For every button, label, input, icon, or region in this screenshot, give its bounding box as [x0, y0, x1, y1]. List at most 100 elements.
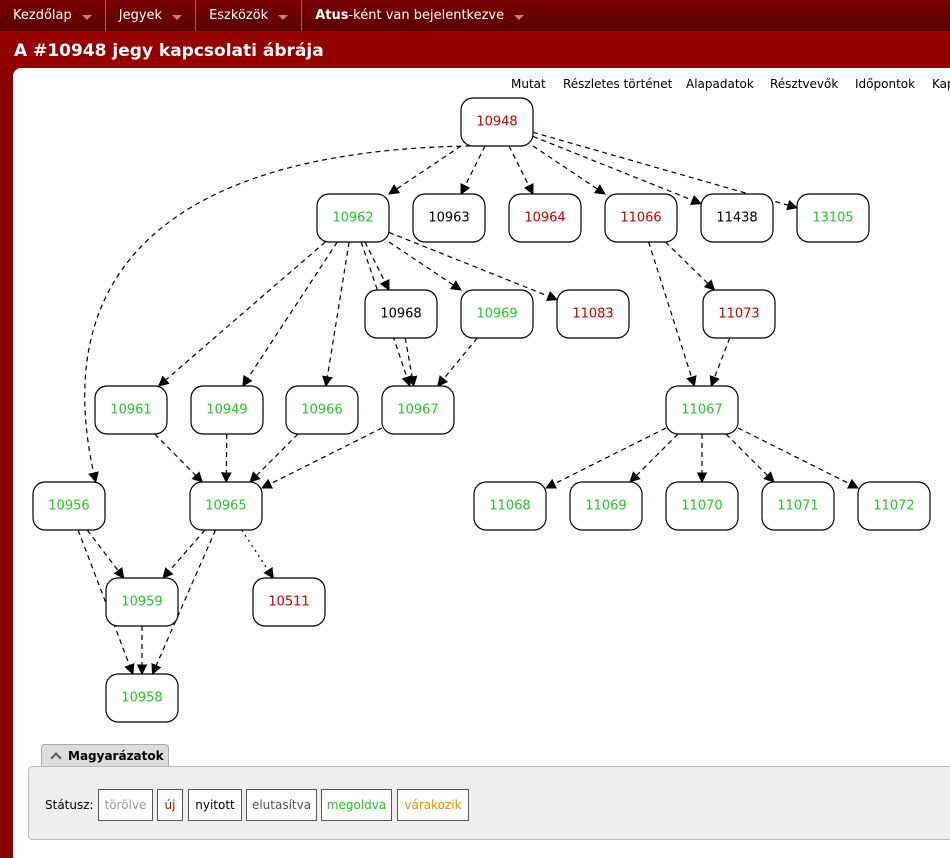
legend-status-rejected: elutasítva — [246, 789, 317, 821]
ticket-node-11073[interactable]: 11073 — [702, 289, 776, 339]
ticket-node-label: 10968 — [380, 307, 421, 322]
ticket-node-label: 10966 — [301, 403, 342, 418]
ticket-node-10511[interactable]: 10511 — [252, 577, 326, 627]
edge-10961-10965 — [154, 433, 204, 483]
nav-tickets[interactable]: Jegyek — [106, 0, 197, 31]
ticket-node-10949[interactable]: 10949 — [190, 385, 264, 435]
ticket-node-label: 10969 — [476, 307, 517, 322]
legend-status-deleted: törölve — [98, 789, 153, 821]
edge-10948-10962 — [388, 145, 462, 195]
ticket-node-label: 10967 — [397, 403, 438, 418]
ticket-node-10956[interactable]: 10956 — [32, 481, 106, 531]
edge-11066-11073 — [665, 241, 716, 291]
legend-toggle[interactable]: Magyarázatok — [41, 744, 169, 767]
ticket-node-10967[interactable]: 10967 — [381, 385, 455, 435]
subnav-links[interactable]: Kap — [932, 77, 950, 91]
ticket-node-11070[interactable]: 11070 — [665, 481, 739, 531]
ticket-node-label: 11069 — [585, 499, 626, 514]
ticket-node-label: 10964 — [524, 211, 565, 226]
nav-home[interactable]: Kezdőlap — [0, 0, 106, 31]
ticket-node-box — [604, 193, 678, 243]
ticket-node-label: 10948 — [476, 115, 517, 130]
ticket-node-11083[interactable]: 11083 — [556, 289, 630, 339]
edge-10949-10965 — [220, 433, 232, 484]
ticket-node-box — [105, 577, 179, 627]
edge-10962-10966 — [322, 241, 350, 388]
ticket-node-11068[interactable]: 11068 — [473, 481, 547, 531]
chevron-down-icon — [81, 14, 92, 20]
ticket-node-box — [105, 673, 179, 723]
ticket-node-10962[interactable]: 10962 — [316, 193, 390, 243]
ticket-node-label: 11066 — [620, 211, 661, 226]
ticket-node-11072[interactable]: 11072 — [857, 481, 931, 531]
edge-10948-13105 — [532, 131, 799, 211]
edge-10962-10969 — [388, 241, 462, 291]
ticket-node-box — [569, 481, 643, 531]
legend-tab-label: Magyarázatok — [68, 749, 164, 763]
ticket-node-10963[interactable]: 10963 — [412, 193, 486, 243]
ticket-node-11071[interactable]: 11071 — [761, 481, 835, 531]
nav-tools-label: Eszközök — [209, 8, 269, 23]
edge-10962-10968 — [364, 241, 390, 291]
subnav-history[interactable]: Részletes történet — [563, 77, 673, 91]
subnav-dates[interactable]: Időpontok — [855, 77, 916, 91]
ticket-node-box — [857, 481, 931, 531]
ticket-node-label: 11072 — [873, 499, 914, 514]
ticket-node-10961[interactable]: 10961 — [94, 385, 168, 435]
ticket-node-11066[interactable]: 11066 — [604, 193, 678, 243]
edge-10962-11083 — [388, 231, 559, 302]
ticket-node-label: 10956 — [48, 499, 89, 514]
ticket-node-box — [665, 481, 739, 531]
ticket-node-10965[interactable]: 10965 — [189, 481, 263, 531]
nav-user-name: Atus — [315, 8, 349, 23]
ticket-node-label: 11083 — [572, 307, 613, 322]
edge-10956-10958 — [77, 529, 135, 676]
subnav-show[interactable]: Mutat — [511, 77, 546, 91]
ticket-node-10968[interactable]: 10968 — [364, 289, 438, 339]
ticket-node-label: 11067 — [681, 403, 722, 418]
nav-user-status: -ként van bejelentkezve — [348, 8, 505, 23]
ticket-node-box — [665, 385, 739, 435]
ticket-node-box — [761, 481, 835, 531]
ticket-node-10966[interactable]: 10966 — [285, 385, 359, 435]
ticket-node-label: 10961 — [110, 403, 151, 418]
ticket-node-10959[interactable]: 10959 — [105, 577, 179, 627]
ticket-node-13105[interactable]: 13105 — [796, 193, 870, 243]
ticket-node-label: 10959 — [121, 595, 162, 610]
ticket-node-box — [32, 481, 106, 531]
ticket-node-box — [252, 577, 326, 627]
edge-11067-11071 — [725, 433, 775, 483]
ticket-node-11067[interactable]: 11067 — [665, 385, 739, 435]
subnav-basics[interactable]: Alapadatok — [686, 77, 754, 91]
edge-10948-11438 — [532, 135, 703, 206]
page-title: A #10948 jegy kapcsolati ábrája — [14, 41, 324, 61]
ticket-node-10964[interactable]: 10964 — [508, 193, 582, 243]
nav-user-menu[interactable]: Atus-ként van bejelentkezve — [302, 0, 537, 31]
ticket-node-label: 10511 — [268, 595, 309, 610]
top-navigation: Kezdőlap Jegyek Eszközök Atus-ként van b… — [0, 0, 950, 31]
ticket-node-label: 10949 — [206, 403, 247, 418]
ticket-node-label: 11073 — [718, 307, 759, 322]
ticket-node-10958[interactable]: 10958 — [105, 673, 179, 723]
edge-10962-10961 — [157, 241, 326, 387]
legend-status-resolved: megoldva — [321, 789, 392, 821]
ticket-node-box — [364, 289, 438, 339]
nav-tools[interactable]: Eszközök — [196, 0, 303, 31]
legend-status-new: új — [157, 789, 183, 821]
ticket-node-box — [189, 481, 263, 531]
ticket-node-11069[interactable]: 11069 — [569, 481, 643, 531]
ticket-node-label: 11071 — [777, 499, 818, 514]
subnav-people[interactable]: Résztvevők — [770, 77, 839, 91]
ticket-node-label: 13105 — [812, 211, 853, 226]
edge-10965-10511 — [241, 529, 274, 579]
legend-status-open: nyitott — [188, 789, 242, 821]
chevron-down-icon — [514, 14, 525, 20]
ticket-node-10969[interactable]: 10969 — [460, 289, 534, 339]
ticket-node-10948[interactable]: 10948 — [460, 97, 534, 147]
ticket-node-11438[interactable]: 11438 — [700, 193, 774, 243]
edge-10968-10967 — [404, 337, 418, 388]
ticket-node-box — [473, 481, 547, 531]
graph-nodes: 10948 10962 10963 10964 11066 11438 13105 10968… — [32, 97, 931, 723]
edge-11067-11069 — [629, 433, 679, 483]
ticket-node-label: 10965 — [205, 499, 246, 514]
